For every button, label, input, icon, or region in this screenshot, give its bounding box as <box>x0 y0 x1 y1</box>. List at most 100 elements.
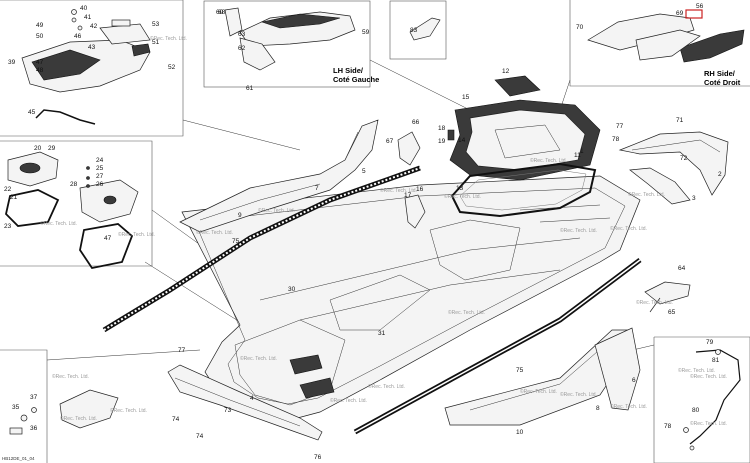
part-label-41: 41 <box>84 14 92 21</box>
part-label-62: 62 <box>238 45 246 52</box>
watermark-text: ©Rec. Tech. Ltd. <box>40 220 77 227</box>
lh-side-inset <box>224 7 356 71</box>
bumper-strip <box>353 258 642 435</box>
part-label-75: 75 <box>516 367 524 374</box>
part-label-36: 36 <box>30 425 38 432</box>
part-label-4: 4 <box>250 395 254 402</box>
watermark-text: ©Rec. Tech. Ltd. <box>448 309 485 316</box>
watermark-text: ©Rec. Tech. Ltd. <box>560 227 597 234</box>
watermark-text: ©Rec. Tech. Ltd. <box>380 187 417 194</box>
watermark-text: ©Rec. Tech. Ltd. <box>258 207 295 214</box>
watermark-text: ©Rec. Tech. Ltd. <box>690 420 727 427</box>
part-label-72: 72 <box>680 155 688 162</box>
part-label-49: 49 <box>36 22 44 29</box>
part-label-24: 24 <box>96 157 104 164</box>
part-label-28: 28 <box>70 181 78 188</box>
part-number-labels: 1234567891011121314151617181920212223242… <box>4 3 722 461</box>
glovebox-inset <box>21 9 151 125</box>
part-label-16: 16 <box>416 186 424 193</box>
seal-strip <box>102 165 421 333</box>
rh-side-caption: RH Side/ <box>704 69 736 78</box>
part-label-29: 29 <box>48 145 56 152</box>
watermark-text: ©Rec. Tech. Ltd. <box>150 35 187 42</box>
part-label-70: 70 <box>576 24 584 31</box>
part-label-37: 37 <box>30 394 38 401</box>
part-label-31: 31 <box>378 330 386 337</box>
part-label-40: 40 <box>80 5 88 12</box>
part-label-30: 30 <box>288 286 296 293</box>
part-label-17: 17 <box>404 192 412 199</box>
front-bumper <box>167 364 323 441</box>
drawing-code: HB12DE_01_04 <box>2 456 35 461</box>
gaskets <box>450 162 597 218</box>
part-label-64: 64 <box>678 265 686 272</box>
part-label-80: 80 <box>692 407 700 414</box>
part-label-13: 13 <box>456 185 464 192</box>
part-label-22: 22 <box>4 186 12 193</box>
watermark-text: ©Rec. Tech. Ltd. <box>610 225 647 232</box>
part-label-45: 45 <box>28 109 36 116</box>
part-label-78: 78 <box>664 423 672 430</box>
reboarding-step <box>644 281 691 313</box>
part-label-67: 67 <box>386 138 394 145</box>
part-label-66: 66 <box>412 119 420 126</box>
part-label-75: 75 <box>232 238 240 245</box>
part-label-59: 59 <box>362 29 370 36</box>
part-label-25: 25 <box>96 165 104 172</box>
watermark-text: ©Rec. Tech. Ltd. <box>240 355 277 362</box>
part-label-47: 47 <box>36 59 44 66</box>
watermark-text: ©Rec. Tech. Ltd. <box>628 191 665 198</box>
part-label-43: 43 <box>88 44 96 51</box>
rh-side-inset <box>587 9 745 63</box>
watermark-text: ©Rec. Tech. Ltd. <box>520 388 557 395</box>
part-label-12: 12 <box>502 68 510 75</box>
watermark-text: ©Rec. Tech. Ltd. <box>330 397 367 404</box>
part-label-20: 20 <box>34 145 42 152</box>
part-label-6: 6 <box>632 377 636 384</box>
watermark-text: ©Rec. Tech. Ltd. <box>444 193 481 200</box>
part-label-35: 35 <box>12 404 20 411</box>
storage-bin <box>449 75 601 181</box>
part-label-53: 53 <box>152 21 160 28</box>
watermark-text: ©Rec. Tech. Ltd. <box>196 229 233 236</box>
part-label-5: 5 <box>362 168 366 175</box>
part-label-3: 3 <box>692 195 696 202</box>
hose-inset <box>683 349 741 451</box>
hatch-inset <box>5 151 139 270</box>
part-label-74: 74 <box>172 416 180 423</box>
part-label-7: 7 <box>315 185 319 192</box>
part-label-42: 42 <box>90 23 98 30</box>
part-label-21: 21 <box>10 194 18 201</box>
part-label-83: 83 <box>410 27 418 34</box>
part-label-76: 76 <box>314 454 322 461</box>
part-label-10: 10 <box>516 429 524 436</box>
part-label-18: 18 <box>438 125 446 132</box>
part-label-77: 77 <box>616 123 624 130</box>
part-label-47: 47 <box>104 235 112 242</box>
part-label-23: 23 <box>4 223 12 230</box>
part-label-2: 2 <box>718 171 722 178</box>
watermark-text: ©Rec. Tech. Ltd. <box>678 367 715 374</box>
part-label-15: 15 <box>462 94 470 101</box>
part-label-78: 78 <box>612 136 620 143</box>
part-label-63: 63 <box>238 31 246 38</box>
watermark-text: ©Rec. Tech. Ltd. <box>368 383 405 390</box>
watermark-text: ©Rec. Tech. Ltd. <box>610 403 647 410</box>
part-label-39: 39 <box>8 59 16 66</box>
watermark-text: ©Rec. Tech. Ltd. <box>530 157 567 164</box>
part-label-61: 61 <box>246 85 254 92</box>
part-label-56: 56 <box>696 3 704 10</box>
part-label-46: 46 <box>74 33 82 40</box>
lh-side-caption: LH Side/ <box>333 66 364 75</box>
part-label-73: 73 <box>224 407 232 414</box>
part-label-9: 9 <box>238 212 242 219</box>
part-label-26: 26 <box>96 181 104 188</box>
part-label-1: 1 <box>580 148 584 155</box>
part-label-74: 74 <box>196 433 204 440</box>
small-brackets <box>397 129 455 229</box>
watermark-text: ©Rec. Tech. Ltd. <box>110 407 147 414</box>
part-label-79: 79 <box>706 339 714 346</box>
part-label-14: 14 <box>458 137 466 144</box>
